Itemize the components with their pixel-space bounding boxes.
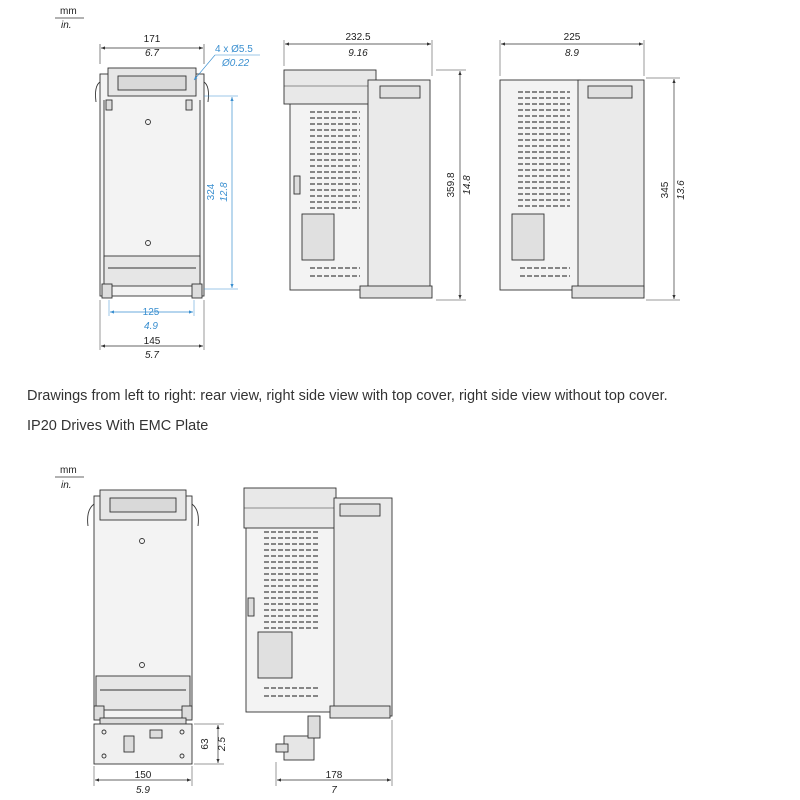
svg-text:14.8: 14.8 (462, 175, 473, 195)
top-rear-view (95, 67, 209, 299)
svg-text:5.7: 5.7 (145, 350, 159, 361)
svg-text:7: 7 (331, 785, 337, 796)
svg-text:225: 225 (564, 32, 581, 43)
svg-text:125: 125 (143, 307, 160, 318)
svg-text:in.: in. (61, 480, 72, 491)
svg-text:in.: in. (61, 20, 72, 31)
svg-text:4.9: 4.9 (144, 321, 158, 332)
svg-text:12.8: 12.8 (219, 182, 230, 202)
bottom-rear-view (87, 489, 199, 765)
bottom-side-view (243, 487, 393, 761)
svg-text:8.9: 8.9 (565, 48, 579, 59)
svg-text:324: 324 (206, 183, 217, 200)
svg-text:145: 145 (144, 336, 161, 347)
svg-text:63: 63 (200, 738, 211, 750)
top-side-without-cover-dims: 225 8.9 345 13.6 (499, 32, 687, 301)
svg-text:9.16: 9.16 (348, 48, 368, 59)
bottom-side-dims: 178 7 (275, 720, 393, 796)
svg-text:178: 178 (326, 770, 343, 781)
svg-text:mm: mm (60, 6, 77, 17)
top-side-view-with-cover (283, 69, 433, 299)
top-side-view-without-cover (499, 79, 645, 299)
svg-text:2.5: 2.5 (217, 737, 228, 752)
svg-text:359.8: 359.8 (446, 172, 457, 197)
section-title: IP20 Drives With EMC Plate (27, 418, 209, 434)
svg-text:171: 171 (144, 34, 161, 45)
unit-legend-bottom: mm in. (55, 465, 84, 491)
bottom-rear-dims: 63 2.5 150 5.9 (93, 723, 228, 796)
views-caption: Drawings from left to right: rear view, … (27, 388, 668, 404)
svg-text:4 x Ø5.5: 4 x Ø5.5 (215, 44, 253, 55)
top-rear-dims: 171 6.7 4 x Ø5.5 Ø0.22 324 12.8 125 4.9 … (99, 34, 260, 361)
svg-text:5.9: 5.9 (136, 785, 150, 796)
svg-text:mm: mm (60, 465, 77, 476)
svg-text:150: 150 (135, 770, 152, 781)
svg-text:345: 345 (660, 181, 671, 198)
svg-text:232.5: 232.5 (345, 32, 370, 43)
svg-text:Ø0.22: Ø0.22 (221, 58, 250, 69)
top-side-with-cover-dims: 232.5 9.16 359.8 14.8 (283, 32, 473, 301)
svg-text:13.6: 13.6 (676, 180, 687, 200)
unit-legend-top: mm in. (55, 6, 84, 31)
svg-text:6.7: 6.7 (145, 48, 159, 59)
